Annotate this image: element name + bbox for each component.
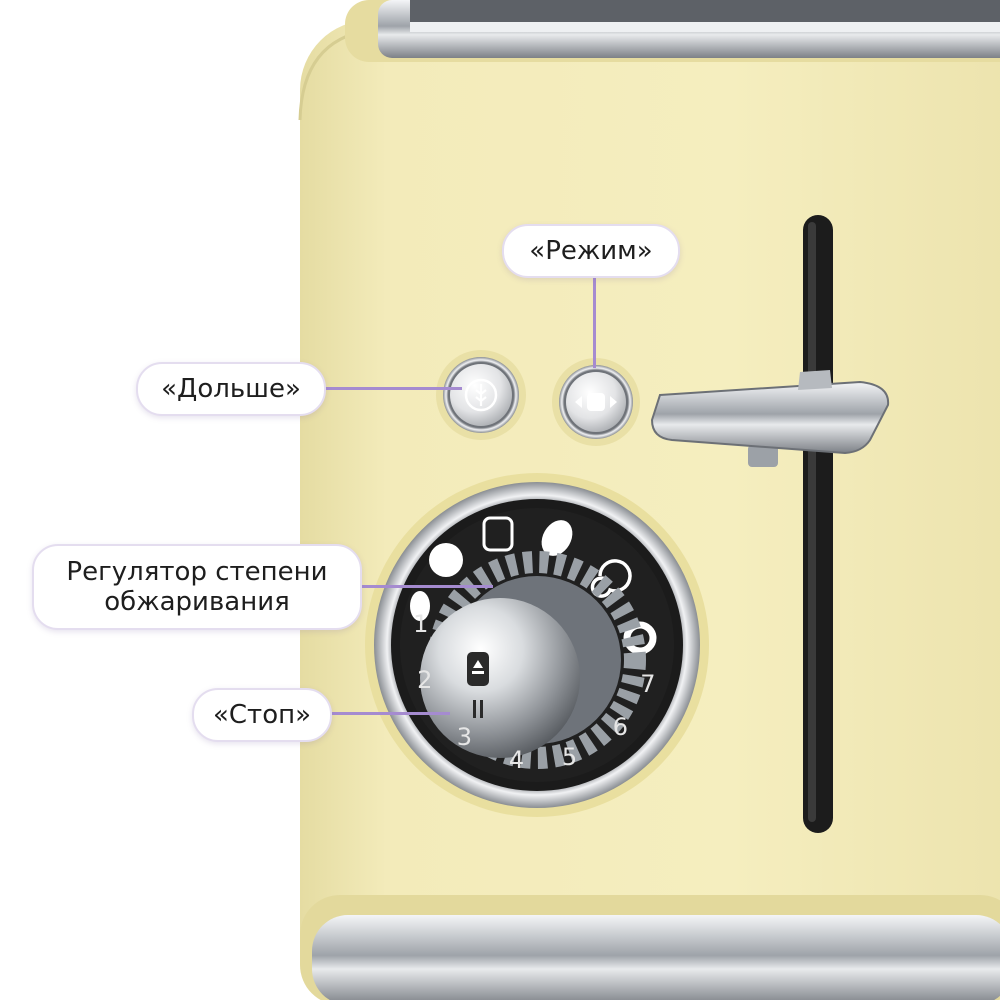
browning-dial <box>365 473 709 817</box>
callout-mode-label: «Режим» <box>529 236 653 266</box>
callout-stop-label: «Стоп» <box>212 700 312 730</box>
dial-number-4: 4 <box>508 746 525 775</box>
stop-leader-line <box>330 712 450 715</box>
croissant-icon <box>410 591 430 621</box>
toaster-body <box>300 20 1000 1000</box>
toast-icon <box>482 516 514 552</box>
callout-mode: «Режим» <box>502 224 680 278</box>
callout-longer: «Дольше» <box>136 362 326 416</box>
dial-number-7: 7 <box>640 670 656 699</box>
mode-leader-line <box>593 276 596 368</box>
longer-leader-line <box>322 387 462 390</box>
base-chrome <box>312 915 1000 1000</box>
dial-number-5: 5 <box>561 743 578 772</box>
dial-number-6: 6 <box>612 713 629 742</box>
stop-knob <box>420 598 580 758</box>
callout-regulator: Регулятор степени обжаривания <box>32 544 362 630</box>
bread-mode-icon <box>587 393 605 411</box>
lever-handle <box>650 380 890 455</box>
callout-stop: «Стоп» <box>192 688 332 742</box>
regulator-leader-line <box>358 585 493 588</box>
lever-slot <box>803 215 833 833</box>
spiral-icon <box>590 559 632 598</box>
callout-regulator-label: Регулятор степени обжаривания <box>66 557 328 617</box>
longer-button <box>436 350 526 440</box>
dial-number-1: 1 <box>413 609 429 638</box>
dial-number-3: 3 <box>456 722 472 751</box>
frozen-icon <box>429 543 463 577</box>
stop-icon <box>467 652 489 686</box>
bun-icon <box>541 520 573 556</box>
grain-icon <box>464 378 498 412</box>
callout-longer-label: «Дольше» <box>161 374 301 404</box>
mode-button <box>552 358 640 446</box>
dial-number-2: 2 <box>417 666 433 695</box>
